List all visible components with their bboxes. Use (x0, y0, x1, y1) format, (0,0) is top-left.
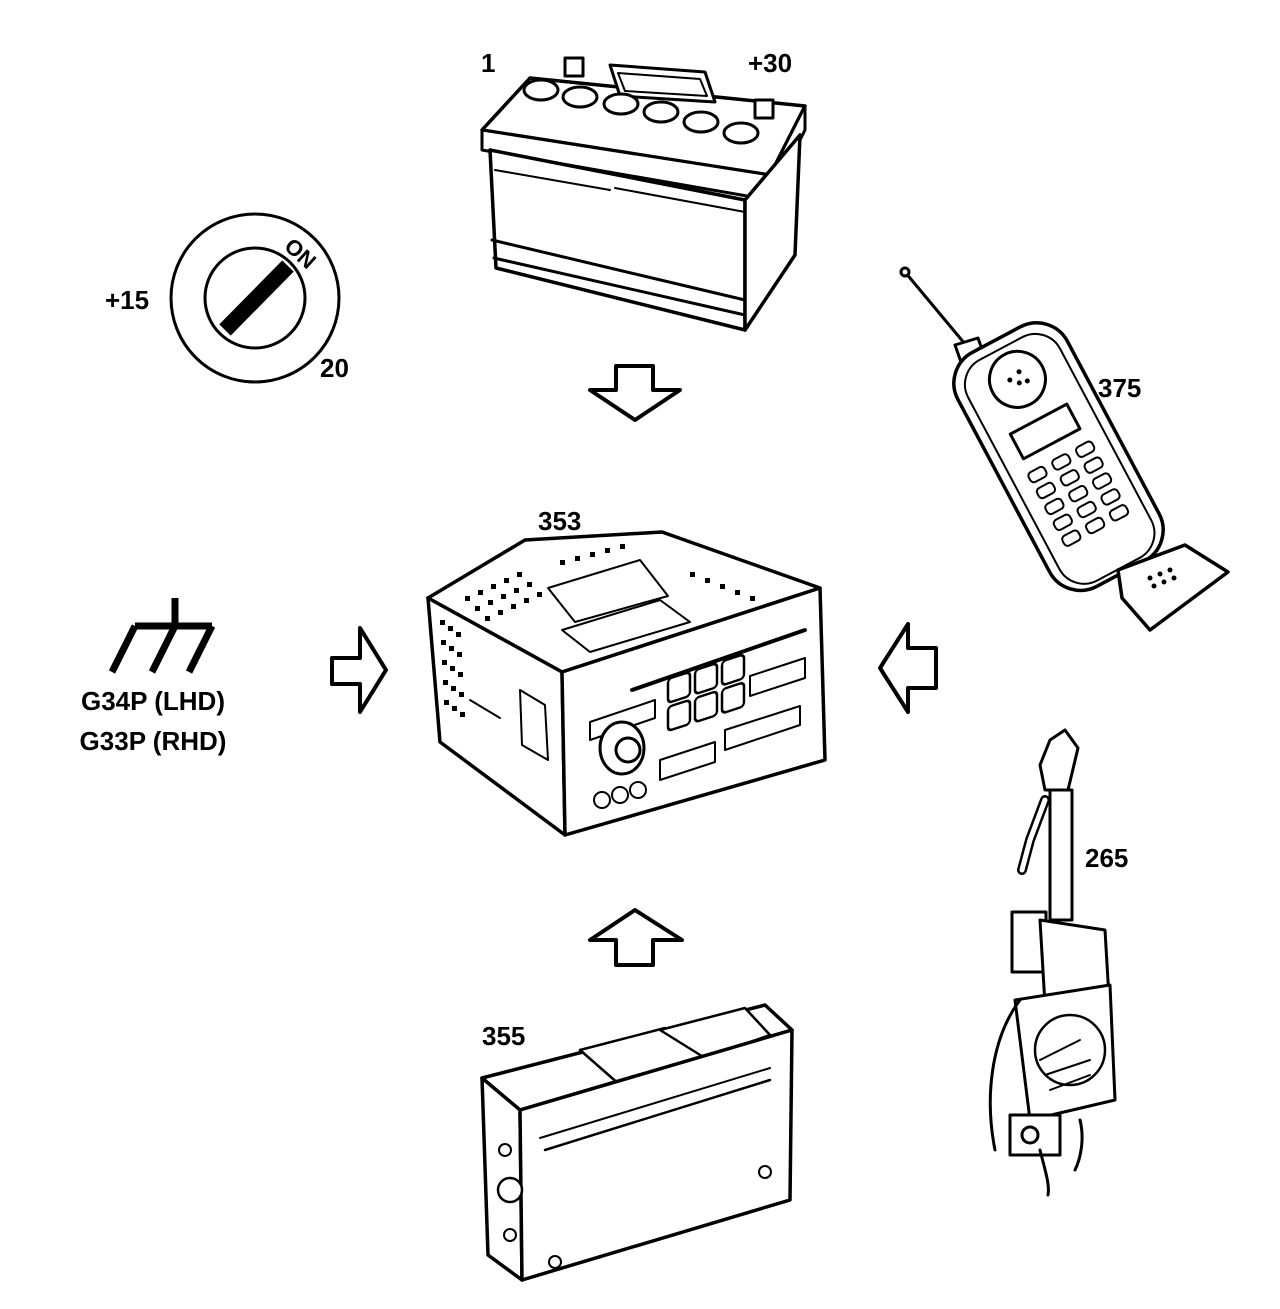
battery-terminal-label: +30 (748, 48, 793, 78)
arrow-up-icon (588, 908, 684, 967)
mobile-phone-icon (899, 266, 1230, 632)
battery-ref-label: 1 (481, 48, 496, 78)
cd-changer-icon (480, 1003, 794, 1282)
radio-unit-icon (426, 530, 827, 837)
power-antenna-icon (988, 728, 1117, 1197)
ground-lhd-label: G34P (LHD) (81, 686, 225, 716)
arrow-down-icon (588, 364, 682, 422)
arrow-right-icon (330, 626, 388, 714)
changer-ref-label: 355 (482, 1021, 526, 1051)
radio-ref-label: 353 (538, 506, 582, 536)
ignition-terminal-label: +15 (105, 285, 150, 315)
battery-icon (480, 56, 807, 332)
ground-symbol-icon (108, 598, 216, 674)
arrow-left-icon (878, 622, 938, 714)
antenna-ref-label: 265 (1085, 843, 1129, 873)
phone-ref-label: 375 (1098, 373, 1142, 403)
ignition-ref-label: 20 (320, 353, 349, 383)
ground-rhd-label: G33P (RHD) (79, 726, 227, 756)
ignition-switch-icon: ON (169, 212, 341, 384)
